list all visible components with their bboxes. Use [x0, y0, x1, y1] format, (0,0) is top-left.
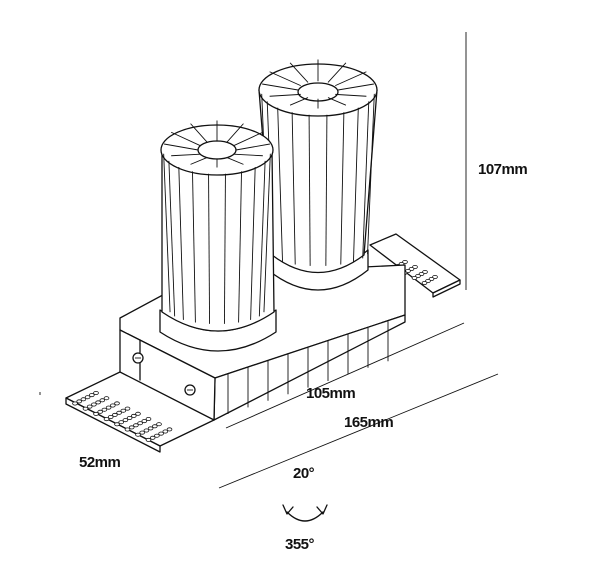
tilt-angle-label: 20°	[293, 465, 315, 482]
inner-length-dimension-label: 105mm	[306, 385, 356, 402]
dimension-lines	[39, 32, 499, 489]
left-mounting-plate	[65, 371, 215, 453]
height-dimension-label: 107mm	[478, 161, 528, 178]
rotation-arrow-icon	[282, 504, 328, 522]
rotation-angle-label: 355°	[285, 536, 315, 553]
lamp-module-right	[258, 59, 378, 291]
depth-dimension-label: 52mm	[79, 454, 121, 471]
lamp-module-left	[159, 120, 277, 352]
outer-length-dimension-label: 165mm	[344, 414, 394, 431]
